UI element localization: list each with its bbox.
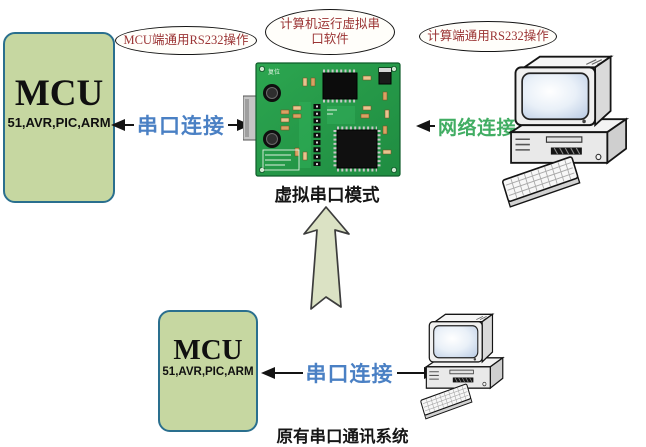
serial-link-top: 串口连接	[111, 112, 251, 138]
callout-virtual-serial-software: 计算机运行虚拟串 口软件	[265, 9, 395, 55]
connector-line	[430, 125, 435, 127]
serial-link-bottom-label: 串口连接	[305, 362, 394, 386]
desktop-computer-icon	[419, 313, 504, 420]
pcb-caption: 虚拟串口模式	[274, 185, 380, 205]
callout-virtual-serial-line1: 计算机运行虚拟串	[279, 17, 380, 31]
mcu-box-top: MCU 51,AVR,PIC,ARM	[3, 32, 115, 203]
pcb-module-photo: 复位	[243, 62, 401, 177]
left-arrowhead-icon	[261, 367, 275, 379]
serial-link-top-label: 串口连接	[137, 114, 225, 138]
mcu-top-subtitle: 51,AVR,PIC,ARM	[7, 114, 111, 130]
connector-line	[396, 372, 424, 374]
serial-link-bottom: 串口连接	[261, 360, 438, 386]
ic-chip	[322, 72, 358, 100]
mcu-top-title: MCU	[14, 73, 104, 115]
callout-computer-rs232-label: 计算端通用RS232操作	[427, 29, 549, 43]
mcu-bottom-title: MCU	[173, 333, 243, 366]
connector-line	[275, 372, 303, 374]
silkscreen-markings	[262, 109, 337, 171]
connector-line	[125, 124, 134, 126]
desktop-computer-icon	[501, 55, 628, 208]
callout-mcu-rs232-label: MCU端通用RS232操作	[123, 33, 249, 47]
left-arrowhead-icon	[111, 119, 125, 131]
left-arrowhead-icon	[416, 120, 430, 132]
pcb-silk-label: 复位	[268, 68, 280, 76]
callout-computer-rs232: 计算端通用RS232操作	[419, 21, 557, 52]
mcu-bottom-subtitle: 51,AVR,PIC,ARM	[162, 366, 254, 379]
connector-line	[228, 124, 237, 126]
callout-mcu-rs232: MCU端通用RS232操作	[115, 26, 257, 55]
legacy-system-caption: 原有串口通讯系统	[276, 427, 409, 446]
up-arrow-icon	[303, 206, 350, 310]
ic-chip	[336, 129, 378, 169]
smd-components	[280, 75, 392, 161]
network-link-label: 网络连接	[438, 117, 517, 139]
callout-virtual-serial-line2: 口软件	[311, 32, 349, 46]
mcu-box-bottom: MCU 51,AVR,PIC,ARM	[158, 310, 258, 432]
